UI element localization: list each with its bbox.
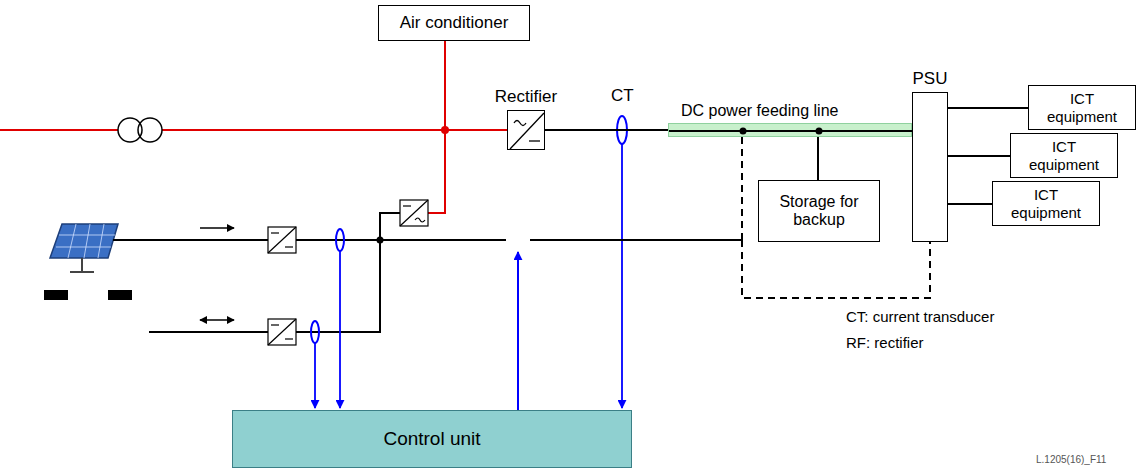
node-heading: Rectifier (495, 87, 557, 107)
figure-id: L.1205(16)_F11 (1036, 454, 1106, 465)
ac-junction (441, 126, 449, 134)
node-text: Storage for backup (769, 193, 869, 230)
node-text: Air conditioner (400, 13, 509, 33)
control-box: Control unit (232, 410, 632, 468)
signal-line (315, 144, 622, 408)
connector (190, 239, 245, 241)
equipment-box: ICT equipment (992, 181, 1100, 226)
node-heading: DC power feeding line (681, 102, 838, 120)
dc-wires (113, 213, 506, 332)
equipment-box: ICT equipment (1028, 85, 1136, 130)
battery-box: Local battery (29, 301, 149, 351)
connector (149, 331, 245, 333)
node-shape (669, 124, 913, 138)
node-heading: Constant-current DC converter (456, 194, 568, 224)
feeding-line-band: DC power feeding line (668, 123, 912, 137)
converter-symbol: Constant-current DC converter (506, 228, 530, 252)
node-shape (506, 228, 530, 252)
node-text: ICT equipment (1040, 90, 1124, 125)
psu-box: PSU (912, 92, 948, 242)
equipment-box: ICT equipment (1010, 133, 1118, 178)
renewables-region: RenewablesLocal battery (10, 215, 190, 365)
connector (948, 155, 1010, 157)
connector (545, 129, 668, 131)
node-heading: Renewables (31, 192, 125, 212)
solar-panel (50, 224, 118, 272)
node-text: Local battery (49, 308, 129, 345)
ac-line (0, 41, 507, 213)
connector (948, 107, 1028, 109)
flow-arrows (200, 228, 234, 320)
converter-symbols (268, 200, 428, 345)
current-transducer (311, 116, 627, 343)
connector (817, 137, 819, 180)
node-text: ICT equipment (1022, 138, 1106, 173)
battery-terminals (44, 290, 132, 300)
connector (530, 240, 930, 298)
node-text: ICT equipment (1004, 186, 1088, 221)
node-heading: Converter box (249, 156, 356, 176)
transformer-symbol (118, 118, 162, 142)
part-name: CT (611, 86, 634, 106)
node-text: Control unit (383, 428, 480, 450)
backup-line (741, 137, 743, 240)
rectifier-symbol: Rectifier (507, 110, 545, 150)
note-text: RF: rectifier (846, 334, 924, 351)
note-text: CT: current transducer (846, 308, 994, 325)
connector (517, 252, 519, 410)
connector (948, 203, 992, 205)
node-heading: PSU (913, 69, 948, 89)
dc-junction (377, 237, 384, 244)
converter-region: Converter boxConstant-current DC convert… (245, 180, 610, 395)
equipment-box: Air conditioner (378, 5, 530, 41)
storage-box: Storage for backup (758, 180, 880, 242)
node-shape (508, 111, 546, 151)
